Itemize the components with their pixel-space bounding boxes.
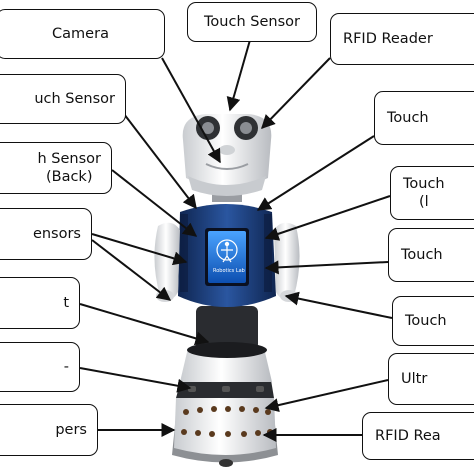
right-arm bbox=[274, 222, 300, 300]
arrow-rfid-top bbox=[261, 57, 331, 130]
arrow-touch-right-4 bbox=[284, 291, 393, 319]
label-touch-right-1: Touch bbox=[374, 91, 474, 145]
arrow-touch-top bbox=[226, 39, 251, 112]
label-sensors-left: ensors bbox=[0, 208, 92, 260]
camera-eyes bbox=[196, 116, 258, 140]
arrow-sensors-1 bbox=[91, 233, 188, 266]
left-arm bbox=[154, 222, 180, 300]
label-touch-sensor-top: Touch Sensor bbox=[187, 2, 317, 42]
arrow-touch-right-3 bbox=[264, 260, 389, 275]
label-touch-sensor-head-left: uch Sensor bbox=[0, 74, 126, 124]
label-touch-sensor-back: h Sensor (Back) bbox=[0, 142, 112, 194]
label-touch-right-2: Touch (l bbox=[390, 166, 474, 220]
label-rfid-reader-top: RFID Reader bbox=[330, 13, 474, 65]
label-touch-right-4: Touch bbox=[392, 296, 474, 346]
label-left-dot: - bbox=[0, 342, 80, 392]
waist bbox=[196, 306, 258, 350]
arrow-left-t bbox=[79, 303, 210, 346]
callout-arrows bbox=[79, 39, 393, 442]
screen-caption: Robotics Lab bbox=[213, 268, 245, 274]
label-touch-right-3: Touch bbox=[388, 228, 474, 282]
robot-base bbox=[172, 395, 278, 467]
arrow-left-dot bbox=[79, 367, 192, 393]
arrow-sensors-2 bbox=[91, 239, 172, 301]
arrow-ultra bbox=[264, 379, 389, 413]
arrow-camera bbox=[161, 57, 221, 164]
arrow-touch-back bbox=[111, 169, 198, 237]
arrow-touch-right-2 bbox=[264, 195, 391, 241]
label-ultra-right: Ultr bbox=[388, 353, 474, 405]
arrow-touch-right-1 bbox=[256, 135, 375, 211]
label-bumpers-left: pers bbox=[0, 404, 98, 456]
label-camera: Camera bbox=[0, 9, 165, 59]
label-left-t: t bbox=[0, 277, 80, 329]
label-rfid-reader-bottom: RFID Rea bbox=[362, 412, 474, 460]
arrow-touch-head-left bbox=[123, 113, 197, 210]
